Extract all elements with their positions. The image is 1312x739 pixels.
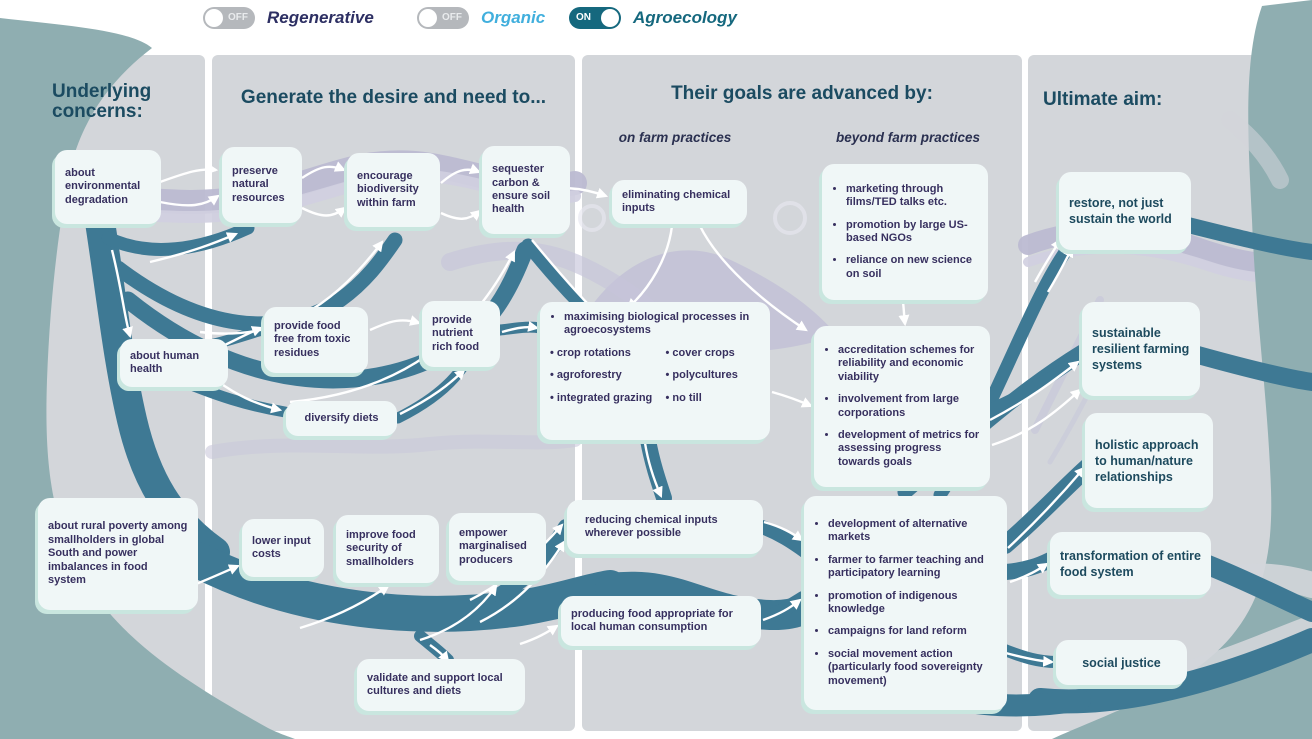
card-food-free-toxic: provide food free from toxic residues	[264, 307, 368, 373]
practice-item: agroforestry	[550, 369, 666, 382]
card-outreach-list: marketing through films/TED talks etc. pr…	[822, 164, 988, 300]
bullet-item: maximising biological processes in agroe…	[564, 311, 760, 338]
bullet-item: social movement action (particularly foo…	[828, 648, 997, 688]
bullet-item: accreditation schemes for reliability an…	[838, 344, 980, 384]
card-environmental-degradation: about environmental degradation	[55, 150, 161, 224]
card-food-security: improve food security of smallholders	[336, 515, 439, 583]
bullet-item: campaigns for land reform	[828, 625, 997, 638]
card-eliminating-inputs: eliminating chemical inputs	[612, 180, 747, 224]
header-underlying-concerns: Underlying concerns:	[52, 81, 152, 122]
subheader-on-farm: on farm practices	[618, 130, 732, 145]
card-validate-cultures: validate and support local cultures and …	[357, 659, 525, 711]
practice-item: polycultures	[666, 369, 761, 382]
organic-switch[interactable]: OFF	[417, 7, 469, 29]
card-agro-practices: maximising biological processes in agroe…	[540, 302, 770, 440]
card-diversify-diets: diversify diets	[286, 401, 397, 436]
switch-state-label: OFF	[228, 12, 248, 23]
card-reducing-inputs: reducing chemical inputs wherever possib…	[567, 500, 763, 554]
switch-knob	[205, 9, 223, 27]
outreach-list: marketing through films/TED talks etc. pr…	[832, 183, 978, 281]
practice-pairs: crop rotationscover crops agroforestrypo…	[550, 347, 760, 405]
card-nutrient-rich-food: provide nutrient rich food	[422, 301, 500, 367]
practice-item: integrated grazing	[550, 392, 666, 405]
toggle-organic[interactable]: OFF Organic	[417, 7, 545, 29]
movement-list: development of alternative markets farmer…	[814, 518, 997, 688]
card-lower-input-costs: lower input costs	[242, 519, 324, 577]
agroecology-switch[interactable]: ON	[569, 7, 621, 29]
header-goals-advanced: Their goals are advanced by:	[671, 83, 933, 104]
toggle-agroecology[interactable]: ON Agroecology	[569, 7, 737, 29]
card-human-health: about human health	[120, 339, 228, 387]
card-sustainable-farming: sustainable resilient farming systems	[1082, 302, 1200, 396]
flow-arrows	[110, 161, 1086, 667]
bullet-item: development of metrics for assessing pro…	[838, 429, 980, 469]
bullet-item: marketing through films/TED talks etc.	[846, 183, 978, 210]
toggle-bar: OFF Regenerative OFF Organic ON Agroecol…	[0, 0, 1312, 55]
card-rural-poverty: about rural poverty among smallholders i…	[38, 498, 198, 610]
card-producing-local-food: producing food appropriate for local hum…	[561, 596, 761, 646]
bullet-item: development of alternative markets	[828, 518, 997, 545]
regenerative-switch[interactable]: OFF	[203, 7, 255, 29]
practice-item: cover crops	[666, 347, 761, 360]
practice-item: crop rotations	[550, 347, 666, 360]
agroecology-label: Agroecology	[633, 8, 737, 27]
switch-knob	[419, 9, 437, 27]
bullet-item: involvement from large corporations	[838, 393, 980, 420]
toggle-regenerative[interactable]: OFF Regenerative	[203, 7, 374, 29]
card-holistic-approach: holistic approach to human/nature relati…	[1085, 413, 1213, 508]
card-encourage-biodiversity: encourage biodiversity within farm	[347, 153, 440, 227]
practice-item: no till	[666, 392, 761, 405]
header-ultimate-aim: Ultimate aim:	[1043, 89, 1163, 110]
switch-state-label: OFF	[442, 12, 462, 23]
switch-knob	[601, 9, 619, 27]
card-social-justice: social justice	[1056, 640, 1187, 685]
header-generate-desire: Generate the desire and need to...	[240, 87, 547, 108]
card-restore-world: restore, not just sustain the world	[1059, 172, 1191, 250]
card-sequester-carbon: sequester carbon & ensure soil health	[482, 146, 570, 234]
organic-label: Organic	[481, 8, 546, 27]
bullet-item: reliance on new science on soil	[846, 254, 978, 281]
switch-state-label: ON	[576, 12, 591, 23]
card-movement-list: development of alternative markets farmer…	[804, 496, 1007, 710]
bullet-item: promotion of indigenous knowledge	[828, 590, 997, 617]
bullet-item: promotion by large US-based NGOs	[846, 219, 978, 246]
card-preserve-resources: preserve natural resources	[222, 147, 302, 223]
card-empower-producers: empower marginalised producers	[449, 513, 546, 581]
accreditation-list: accreditation schemes for reliability an…	[824, 344, 980, 469]
card-accreditation-list: accreditation schemes for reliability an…	[814, 326, 990, 487]
card-food-system-transformation: transformation of entire food system	[1050, 532, 1211, 595]
regenerative-label: Regenerative	[267, 8, 374, 27]
subheader-beyond-farm: beyond farm practices	[835, 130, 981, 145]
bullet-item: farmer to farmer teaching and participat…	[828, 554, 997, 581]
